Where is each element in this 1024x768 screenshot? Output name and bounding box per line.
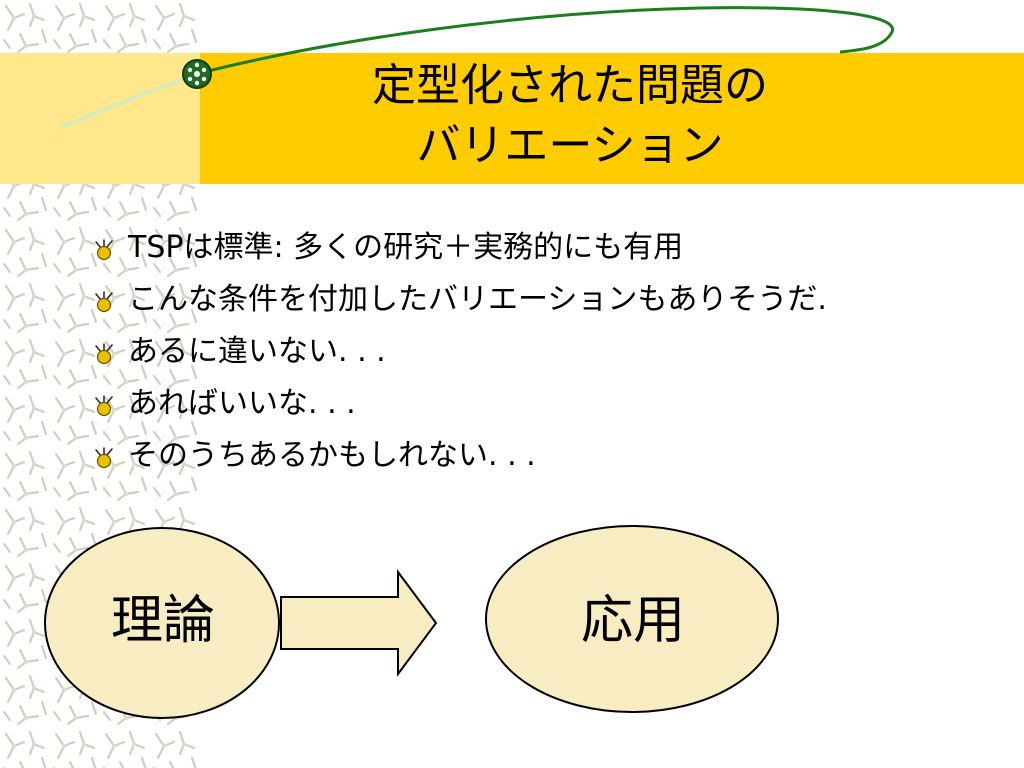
bullet-item: こんな条件を付加したバリエーションもありそうだ. bbox=[92, 278, 827, 330]
bullet-item: あるに違いない. . . bbox=[92, 330, 827, 382]
burst-dot-icon bbox=[95, 447, 113, 469]
bullet-text: TSPは標準: 多くの研究＋実務的にも有用 bbox=[128, 230, 684, 265]
burst-dot-icon bbox=[95, 291, 113, 313]
application-label: 応用 bbox=[580, 591, 685, 651]
burst-dot-icon bbox=[95, 343, 113, 365]
title-line-2: バリエーション bbox=[416, 120, 724, 171]
title-swoosh-decoration bbox=[59, 6, 894, 130]
title-band-fade bbox=[0, 53, 200, 184]
burst-dot-icon bbox=[95, 239, 113, 261]
green-dotted-ball-icon bbox=[182, 59, 212, 89]
application-ellipse bbox=[485, 525, 779, 713]
theory-ellipse bbox=[44, 527, 280, 719]
title-line-1: 定型化された問題の bbox=[372, 60, 768, 111]
slide-title: 定型化された問題の バリエーション bbox=[230, 56, 910, 176]
theory-label: 理論 bbox=[110, 591, 215, 651]
right-arrow bbox=[280, 568, 438, 678]
bullet-item: そのうちあるかもしれない. . . bbox=[92, 434, 827, 486]
burst-dot-icon bbox=[95, 395, 113, 417]
theory-to-application-diagram bbox=[44, 525, 779, 719]
bullet-text: あればいいな. . . bbox=[128, 386, 356, 421]
bullet-list: TSPは標準: 多くの研究＋実務的にも有用 こんな条件を付加したバリエーションも… bbox=[92, 226, 827, 486]
bullet-item: TSPは標準: 多くの研究＋実務的にも有用 bbox=[92, 226, 827, 278]
bullet-text: そのうちあるかもしれない. . . bbox=[128, 438, 536, 473]
bullet-item: あればいいな. . . bbox=[92, 382, 827, 434]
bullet-text: こんな条件を付加したバリエーションもありそうだ. bbox=[128, 282, 827, 317]
bullet-text: あるに違いない. . . bbox=[128, 334, 386, 369]
